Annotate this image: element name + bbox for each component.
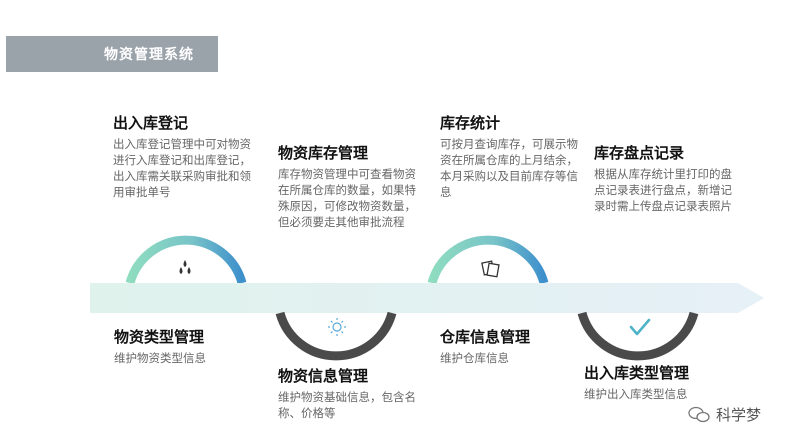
module-desc-stock-check-record: 根据从库存统计里打印的盘点记录表进行盘点，新增记录时需上传盘点记录表照片 bbox=[594, 167, 732, 213]
check-icon bbox=[629, 318, 651, 336]
water-drops-icon bbox=[179, 260, 191, 274]
module-desc-inout-type: 维护出入库类型信息 bbox=[584, 387, 688, 401]
module-desc-inout-register: 出入库登记管理中可对物资进行入库登记和出库登记，出入库需关联采购审批和领用审批单… bbox=[113, 137, 251, 199]
module-title-material-info: 物资信息管理 bbox=[278, 367, 369, 385]
timeline-arrow bbox=[90, 283, 764, 313]
module-desc-stock-management: 库存物资管理中可查看物资在所属仓库的数量，如果特殊原因，可修改物资数量，但必须要… bbox=[278, 167, 416, 229]
page-title: 物资管理系统 bbox=[104, 47, 194, 63]
header-bar bbox=[6, 36, 218, 72]
module-desc-material-info: 维护物资基础信息，包含名称、价格等 bbox=[278, 390, 416, 420]
module-title-warehouse-info: 仓库信息管理 bbox=[440, 328, 531, 346]
module-title-stock-statistics: 库存统计 bbox=[440, 114, 501, 132]
ring-bottom-1 bbox=[275, 311, 397, 361]
module-title-stock-management: 物资库存管理 bbox=[278, 144, 369, 162]
module-title-material-type: 物资类型管理 bbox=[114, 328, 205, 346]
sun-icon bbox=[328, 318, 346, 336]
ring-top-1 bbox=[125, 235, 247, 285]
module-desc-material-type: 维护物资类型信息 bbox=[114, 351, 206, 365]
documents-icon bbox=[481, 260, 500, 278]
watermark: 科学梦 bbox=[688, 404, 761, 425]
wechat-icon bbox=[688, 406, 710, 422]
module-title-stock-check-record: 库存盘点记录 bbox=[594, 144, 685, 162]
module-title-inout-register: 出入库登记 bbox=[113, 114, 189, 132]
module-desc-stock-statistics: 可按月查询库存，可展示物资在所属仓库的上月结余，本月采购以及目前库存等信息 bbox=[440, 137, 578, 199]
module-title-inout-type: 出入库类型管理 bbox=[584, 364, 690, 382]
module-desc-warehouse-info: 维护仓库信息 bbox=[440, 351, 509, 365]
ring-top-2 bbox=[427, 235, 549, 285]
ring-bottom-2 bbox=[577, 311, 699, 361]
watermark-text: 科学梦 bbox=[716, 406, 762, 424]
